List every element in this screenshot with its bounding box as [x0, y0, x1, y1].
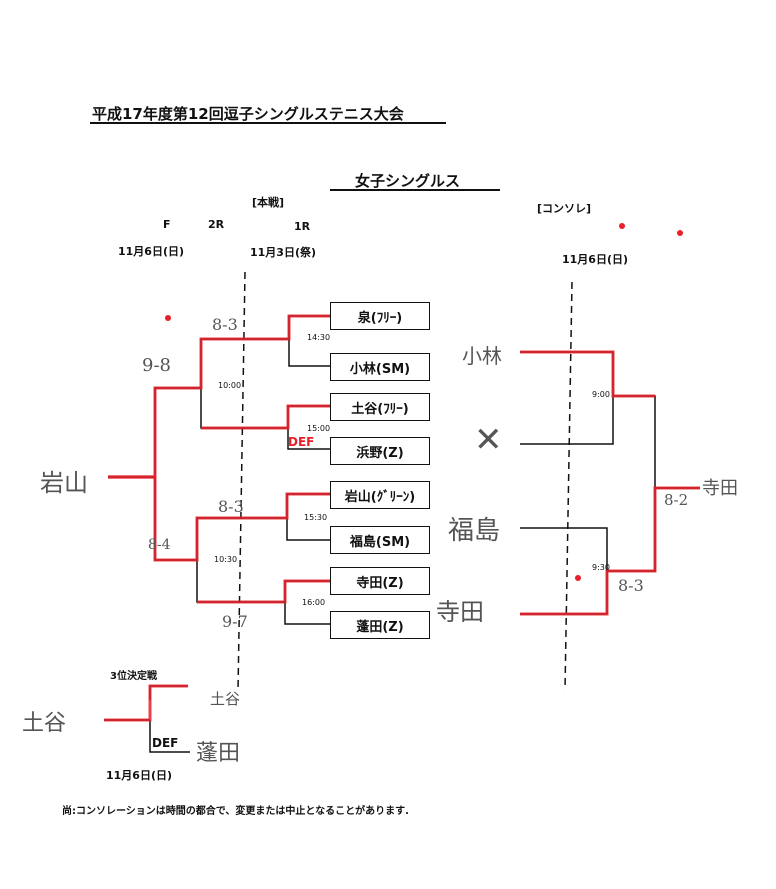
round-label-f: F [163, 218, 171, 231]
footer-note: 尚:コンソレーションは時間の都合で、変更または中止となることがあります. [62, 806, 409, 817]
main-draw-label: [本戦] [252, 196, 285, 209]
cons-score-bottom: 8-3 [618, 576, 644, 595]
score-terada: 9-7 [222, 612, 248, 631]
cons-final-score: 8-2 [664, 491, 689, 509]
player-box-8: 蓬田(Z) [330, 611, 430, 639]
third-place-winner: 土谷 [22, 711, 67, 736]
third-place-match-b [149, 720, 190, 753]
cons-final [607, 395, 656, 572]
red-mark-tsuchiya [201, 404, 330, 430]
match-time-5: 10:30 [214, 555, 238, 564]
red-mark-cons-top [520, 350, 655, 398]
cons-name-terada: 寺田 [436, 598, 484, 626]
event-title: 女子シングルス [355, 172, 461, 190]
round-label-1r: 1R [294, 220, 311, 233]
r2-match1 [200, 338, 289, 429]
player-box-5: 岩山(ｸﾞﾘｰﾝ) [330, 481, 430, 509]
cons-time-2: 9:30 [592, 563, 610, 572]
third-place-match [149, 685, 188, 700]
third-place-date: 11月6日(日) [106, 769, 173, 782]
player-box-7: 寺田(Z) [330, 567, 430, 595]
red-dot-3 [677, 230, 683, 236]
red-mark-terada [197, 579, 330, 604]
player-box-1: 泉(ﾌﾘｰ) [330, 302, 430, 330]
cons-x-mark: ✕ [474, 420, 503, 460]
match-time-1: 14:30 [307, 333, 331, 342]
final-match [154, 387, 201, 561]
date-final: 11月6日(日) [118, 245, 185, 258]
round-label-2r: 2R [208, 218, 225, 231]
red-dot-2 [619, 223, 625, 229]
title-underline [90, 122, 446, 124]
r2-match2 [196, 517, 287, 603]
score-final-top: 9-8 [142, 355, 171, 376]
red-dot-4 [575, 575, 581, 581]
consolation-label: [コンソレ] [537, 202, 592, 215]
cons-name-fukushima: 福島 [448, 516, 501, 546]
score-r2-bottom: 8-3 [218, 497, 244, 516]
player-box-6: 福島(SM) [330, 526, 430, 554]
main-divider [237, 271, 246, 691]
player-box-2: 小林(SM) [330, 353, 430, 381]
match-time-2: 10:00 [218, 381, 242, 390]
red-mark-main-top [153, 314, 330, 562]
score-r2-top: 8-3 [212, 315, 238, 334]
match-time-3: 15:00 [307, 424, 331, 433]
third-place-label: 3位決定戦 [110, 671, 157, 682]
third-place-top-name: 土谷 [210, 690, 241, 708]
def-mark: DEF [288, 435, 315, 449]
tournament-title: 平成17年度第12回逗子シングルステニス大会 [92, 105, 404, 123]
red-mark-cons-bottom [520, 486, 700, 616]
match-time-6: 16:00 [302, 598, 326, 607]
score-final-bottom: 8-4 [148, 537, 171, 553]
cons-name-kobayashi: 小林 [462, 344, 502, 368]
red-mark-third [104, 684, 188, 722]
champion-name: 岩山 [40, 469, 88, 497]
third-place-def: DEF [152, 736, 179, 750]
red-dot-1 [165, 315, 171, 321]
cons-divider [564, 281, 573, 691]
date-1r: 11月3日(祭) [250, 246, 317, 259]
third-place-bottom-name: 蓬田 [196, 741, 241, 766]
match-time-4: 15:30 [304, 513, 328, 522]
consolation-date: 11月6日(日) [562, 253, 629, 266]
player-box-4: 浜野(Z) [330, 437, 430, 465]
player-box-3: 土谷(ﾌﾘｰ) [330, 393, 430, 421]
cons-winner-name: 寺田 [702, 478, 738, 499]
event-underline [330, 189, 500, 191]
cons-time-1: 9:00 [592, 390, 610, 399]
